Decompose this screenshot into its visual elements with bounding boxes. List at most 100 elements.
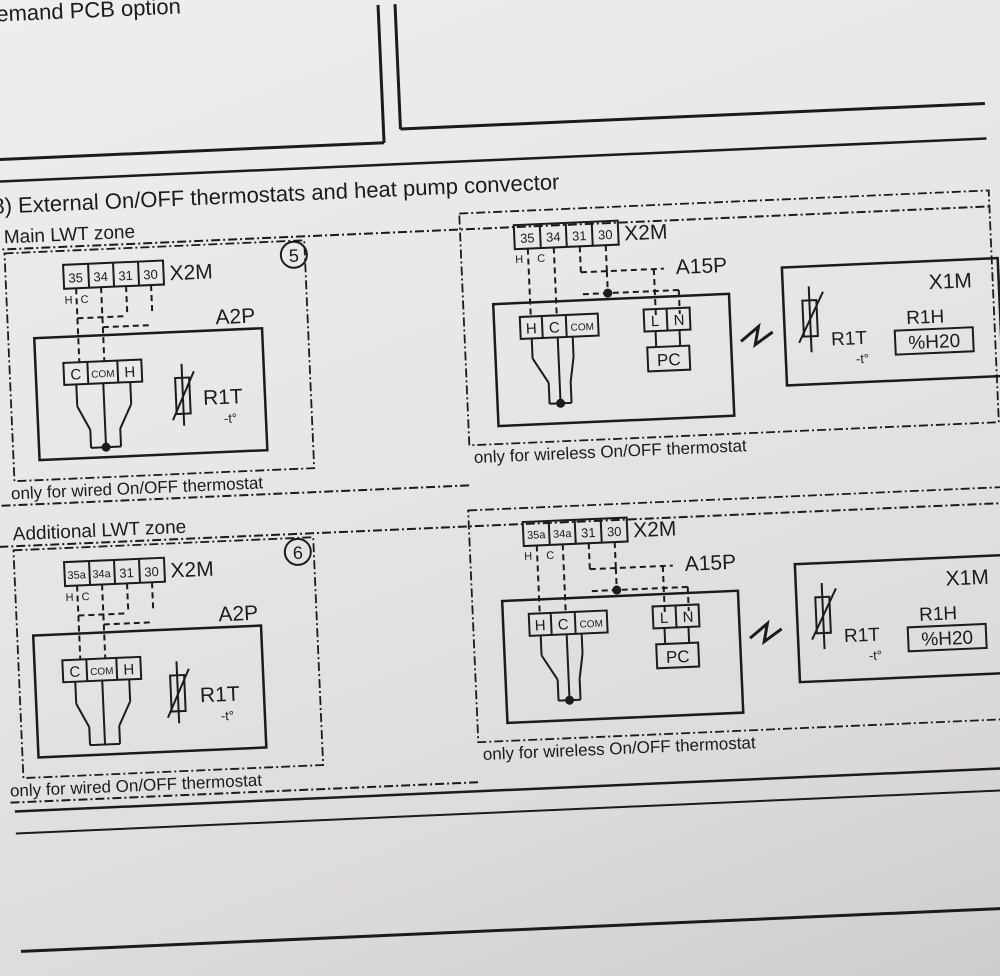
- wire-label-c: C: [81, 591, 90, 603]
- wireless-thermostat-panel: 35 34 31 30 X2M H C: [458, 189, 1000, 447]
- humidity-sensor-label: R1H: [906, 306, 945, 329]
- temp-symbol: -t°: [856, 351, 870, 367]
- dashed-wires: [75, 285, 154, 364]
- dashed-wires: [526, 245, 683, 317]
- wire-label-c: C: [546, 550, 555, 562]
- wireless-caption: only for wireless On/OFF thermostat: [473, 436, 747, 467]
- thermostat-board: [32, 326, 269, 462]
- section-title: 8) External On/OFF thermostats and heat …: [0, 169, 560, 219]
- contact-label: C: [557, 616, 569, 633]
- terminal-strip: 35 34 31 30: [62, 259, 166, 290]
- contact-label: H: [123, 661, 135, 678]
- switch-symbol: [530, 336, 575, 405]
- circle-callout: [283, 537, 312, 566]
- heat-pump-convector-box: [780, 256, 1000, 387]
- terminal-label: 35: [68, 270, 83, 286]
- terminal-label: 34a: [553, 528, 573, 541]
- sensor-label: R1T: [831, 328, 868, 351]
- contact-label: H: [526, 320, 538, 337]
- temp-symbol: -t°: [221, 708, 235, 724]
- thermistor-icon: [811, 583, 837, 650]
- junction-dot: [101, 442, 111, 452]
- callout-number: 5: [288, 246, 299, 266]
- terminal-label: 34: [93, 269, 108, 285]
- terminal-label: 31: [581, 525, 596, 541]
- power-terminal: L N: [642, 306, 692, 348]
- temp-symbol: -t°: [869, 648, 883, 664]
- contact-block: H C COM: [527, 609, 609, 637]
- wired-thermostat-panel: 35 34 31 30 X2M H C 5 A2P: [3, 239, 316, 483]
- terminal-label: 31: [118, 268, 133, 284]
- board-label: A15P: [675, 254, 727, 279]
- terminal-label: 35a: [527, 529, 547, 542]
- power-label-n: N: [673, 312, 685, 329]
- switch-symbol: [74, 679, 132, 747]
- terminal-strip: 35a 34a 31 30: [521, 516, 629, 548]
- thermistor-icon: [167, 661, 190, 724]
- pc-label: PC: [666, 647, 690, 667]
- dashed-wires: [76, 582, 155, 661]
- receiver-board: [491, 292, 736, 428]
- strip-label: X2M: [624, 220, 668, 245]
- junction-dot: [612, 585, 622, 595]
- terminal-strip: 35a 34a 31 30: [62, 556, 167, 588]
- terminal-strip: 35 34 31 30: [512, 219, 620, 251]
- wired-thermostat-panel: 35a 34a 31 30 X2M H C 6 A2P: [12, 536, 325, 780]
- wire-label-c: C: [80, 294, 89, 306]
- convector-strip-label: X1M: [945, 566, 989, 591]
- wire-label-h: H: [515, 254, 524, 266]
- temp-symbol: -t°: [224, 410, 238, 426]
- sensor-label: R1T: [199, 683, 240, 708]
- strip-label: X2M: [170, 558, 214, 583]
- wired-caption: only for wired On/OFF thermostat: [10, 771, 263, 801]
- sensor-label: R1T: [203, 385, 244, 410]
- terminal-label: 35a: [67, 569, 87, 582]
- divider-line: [15, 788, 1000, 835]
- section-divider: [0, 137, 987, 184]
- contact-label: COM: [90, 666, 114, 678]
- contact-label: C: [549, 319, 561, 336]
- contact-label: C: [69, 664, 81, 681]
- terminal-label: 34a: [92, 568, 112, 581]
- power-label-l: L: [651, 313, 660, 330]
- humidity-sensor-label: R1H: [919, 603, 958, 626]
- terminal-label: 30: [144, 564, 159, 580]
- wireless-thermostat-panel: 35a 34a 31 30 X2M H C: [467, 486, 1000, 744]
- humidity-value-box: [906, 622, 988, 653]
- top-section: [0, 4, 985, 162]
- humidity-value-box: [893, 326, 975, 356]
- wireless-signal-icon: [749, 619, 783, 646]
- terminal-label: 31: [119, 565, 134, 581]
- convector-strip-label: X1M: [928, 269, 972, 294]
- switch-symbol: [539, 633, 584, 702]
- wired-caption: only for wired On/OFF thermostat: [11, 473, 264, 503]
- humidity-value: %H20: [908, 331, 961, 354]
- junction-dot: [565, 695, 575, 705]
- terminal-label: 30: [143, 267, 158, 283]
- thermistor-icon: [798, 286, 824, 353]
- board-label: A15P: [684, 551, 736, 576]
- divider-line: [20, 906, 1000, 953]
- additional-zone: Additional LWT zone 35a 34a 31 30 X2M H …: [0, 486, 1000, 804]
- power-converter-box: [646, 344, 692, 373]
- junction-dot: [603, 288, 613, 298]
- contact-label: COM: [91, 369, 115, 381]
- strip-label: X2M: [633, 517, 677, 542]
- pc-label: PC: [657, 350, 681, 370]
- thermistor-icon: [172, 363, 195, 426]
- contact-label: H: [534, 617, 546, 634]
- main-zone: Main LWT zone 35 34 31 30 X2M H C: [0, 189, 1000, 507]
- wire-label-h: H: [65, 592, 74, 604]
- terminal-label: 35: [520, 230, 535, 246]
- wireless-signal-icon: [740, 322, 774, 349]
- wire-label-h: H: [64, 294, 73, 306]
- zone-dashed-line: [0, 205, 990, 252]
- contact-block: H C COM: [518, 312, 600, 341]
- power-converter-box: [655, 641, 701, 670]
- board-label: A2P: [218, 602, 259, 627]
- power-label-l: L: [660, 610, 669, 627]
- contact-label: C: [70, 366, 82, 383]
- zone-dashed-line: [0, 502, 1000, 548]
